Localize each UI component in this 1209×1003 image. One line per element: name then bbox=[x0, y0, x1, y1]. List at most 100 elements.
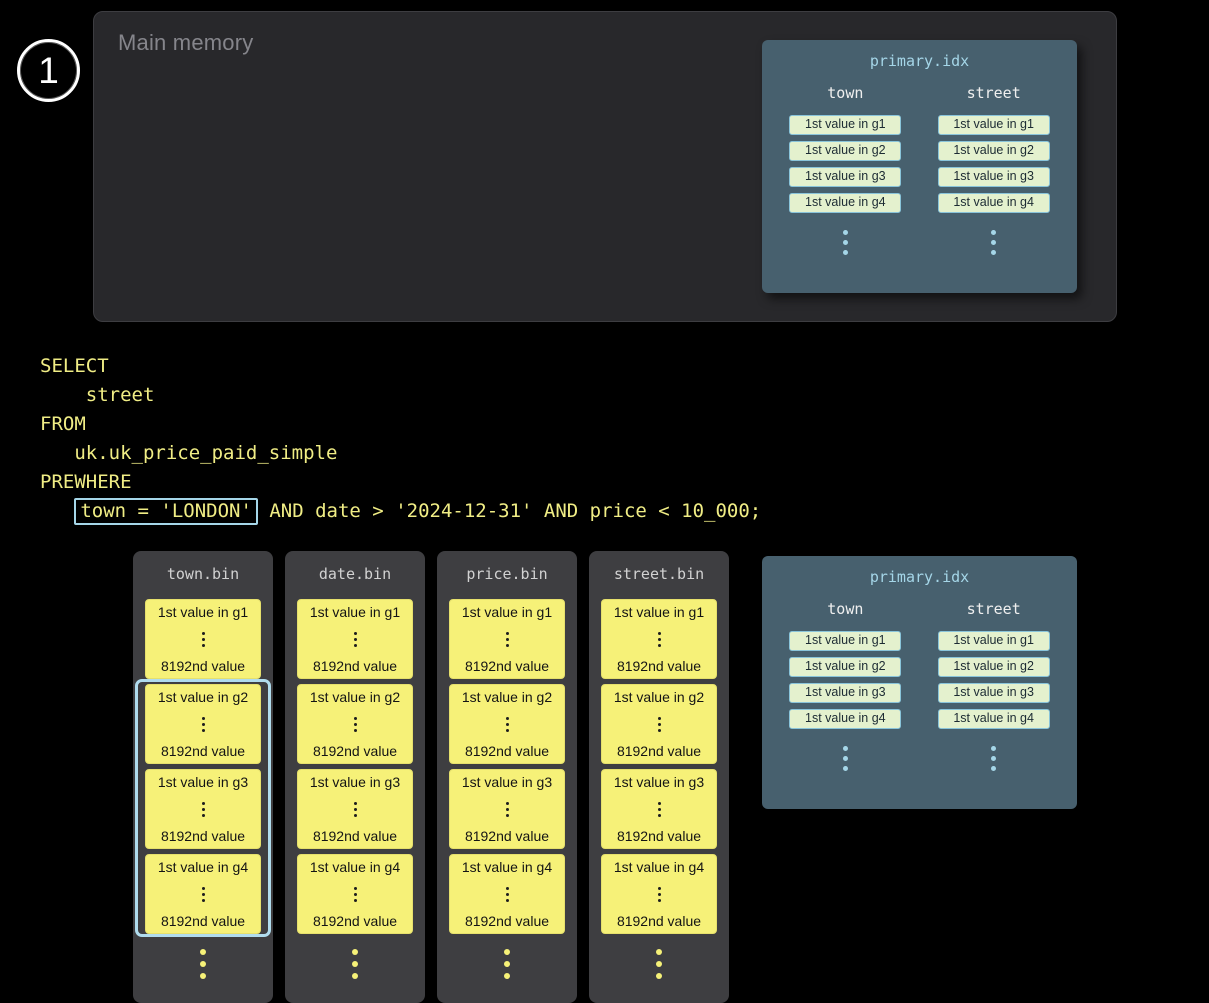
vertical-ellipsis-icon bbox=[505, 885, 509, 903]
granule-block: 1st value in g4 8192nd value bbox=[601, 854, 717, 934]
primary-idx-columns: town 1st value in g1 1st value in g2 1st… bbox=[762, 84, 1077, 257]
vertical-ellipsis-icon bbox=[133, 946, 273, 982]
vertical-ellipsis-icon bbox=[505, 715, 509, 733]
granule-block: 1st value in g3 8192nd value bbox=[601, 769, 717, 849]
granule-block: 1st value in g4 8192nd value bbox=[297, 854, 413, 934]
index-entry-chip: 1st value in g2 bbox=[789, 141, 902, 161]
vertical-ellipsis-icon bbox=[991, 227, 997, 257]
index-entry-chip: 1st value in g3 bbox=[937, 683, 1050, 703]
idx-column-street: street 1st value in g1 1st value in g2 1… bbox=[929, 600, 1059, 773]
vertical-ellipsis-icon bbox=[842, 743, 848, 773]
sql-line-prewhere: PREWHERE bbox=[40, 471, 132, 493]
bin-file-title: price.bin bbox=[466, 565, 548, 583]
bin-file-card-price: price.bin 1st value in g1 8192nd value 1… bbox=[437, 551, 577, 1003]
sql-line-conditions: town = 'LONDON' AND date > '2024-12-31' … bbox=[40, 497, 761, 526]
bin-file-card-street: street.bin 1st value in g1 8192nd value … bbox=[589, 551, 729, 1003]
vertical-ellipsis-icon bbox=[657, 800, 661, 818]
index-entry-chip: 1st value in g4 bbox=[789, 709, 902, 729]
primary-idx-card-disk: primary.idx town 1st value in g1 1st val… bbox=[762, 556, 1077, 809]
granule-first-value: 1st value in g2 bbox=[613, 689, 705, 705]
granule-list: 1st value in g1 8192nd value 1st value i… bbox=[285, 599, 425, 934]
sql-indent bbox=[40, 500, 74, 522]
vertical-ellipsis-icon bbox=[842, 227, 848, 257]
sql-line-table: uk.uk_price_paid_simple bbox=[40, 442, 338, 464]
granule-first-value: 1st value in g1 bbox=[157, 604, 249, 620]
vertical-ellipsis-icon bbox=[505, 630, 509, 648]
primary-idx-title: primary.idx bbox=[869, 568, 970, 586]
index-entry-list: 1st value in g1 1st value in g2 1st valu… bbox=[789, 115, 902, 219]
step-badge: 1 bbox=[17, 39, 80, 102]
index-entry-chip: 1st value in g4 bbox=[937, 709, 1050, 729]
idx-column-street: street 1st value in g1 1st value in g2 1… bbox=[929, 84, 1059, 257]
vertical-ellipsis-icon bbox=[201, 630, 205, 648]
index-entry-chip: 1st value in g3 bbox=[789, 683, 902, 703]
granule-first-value: 1st value in g4 bbox=[309, 859, 401, 875]
index-entry-chip: 1st value in g2 bbox=[937, 657, 1050, 677]
granule-block: 1st value in g3 8192nd value bbox=[145, 769, 261, 849]
granule-list: 1st value in g1 8192nd value 1st value i… bbox=[133, 599, 273, 934]
granule-list: 1st value in g1 8192nd value 1st value i… bbox=[437, 599, 577, 934]
granule-block: 1st value in g4 8192nd value bbox=[145, 854, 261, 934]
bin-file-card-town: town.bin 1st value in g1 8192nd value 1s… bbox=[133, 551, 273, 1003]
granule-block: 1st value in g2 8192nd value bbox=[449, 684, 565, 764]
granule-last-value: 8192nd value bbox=[616, 828, 702, 844]
vertical-ellipsis-icon bbox=[589, 946, 729, 982]
vertical-ellipsis-icon bbox=[285, 946, 425, 982]
main-memory-title: Main memory bbox=[118, 30, 254, 55]
vertical-ellipsis-icon bbox=[353, 715, 357, 733]
sql-line-from: FROM bbox=[40, 413, 86, 435]
granule-first-value: 1st value in g3 bbox=[613, 774, 705, 790]
index-entry-chip: 1st value in g2 bbox=[789, 657, 902, 677]
granule-last-value: 8192nd value bbox=[464, 658, 550, 674]
granule-block: 1st value in g2 8192nd value bbox=[145, 684, 261, 764]
column-header-street: street bbox=[966, 84, 1021, 102]
index-entry-chip: 1st value in g1 bbox=[937, 631, 1050, 651]
granule-first-value: 1st value in g3 bbox=[309, 774, 401, 790]
vertical-ellipsis-icon bbox=[201, 885, 205, 903]
granule-first-value: 1st value in g1 bbox=[309, 604, 401, 620]
granule-block: 1st value in g2 8192nd value bbox=[601, 684, 717, 764]
granule-last-value: 8192nd value bbox=[160, 743, 246, 759]
granule-block: 1st value in g1 8192nd value bbox=[145, 599, 261, 679]
granule-block: 1st value in g2 8192nd value bbox=[297, 684, 413, 764]
granule-first-value: 1st value in g1 bbox=[461, 604, 553, 620]
granule-list: 1st value in g1 8192nd value 1st value i… bbox=[589, 599, 729, 934]
sql-line-street: street bbox=[40, 384, 155, 406]
sql-conditions-rest: AND date > '2024-12-31' AND price < 10_0… bbox=[257, 500, 762, 522]
bin-file-title: date.bin bbox=[318, 565, 392, 583]
index-entry-chip: 1st value in g1 bbox=[789, 115, 902, 135]
sql-line-select: SELECT bbox=[40, 355, 109, 377]
bin-file-title: town.bin bbox=[166, 565, 240, 583]
column-header-town: town bbox=[827, 600, 864, 618]
granule-last-value: 8192nd value bbox=[312, 658, 398, 674]
step-number: 1 bbox=[38, 50, 59, 91]
primary-idx-columns: town 1st value in g1 1st value in g2 1st… bbox=[762, 600, 1077, 773]
vertical-ellipsis-icon bbox=[201, 800, 205, 818]
vertical-ellipsis-icon bbox=[657, 715, 661, 733]
granule-block: 1st value in g3 8192nd value bbox=[449, 769, 565, 849]
granule-last-value: 8192nd value bbox=[616, 658, 702, 674]
vertical-ellipsis-icon bbox=[353, 800, 357, 818]
granule-block: 1st value in g1 8192nd value bbox=[297, 599, 413, 679]
granule-first-value: 1st value in g3 bbox=[461, 774, 553, 790]
granule-block: 1st value in g1 8192nd value bbox=[601, 599, 717, 679]
vertical-ellipsis-icon bbox=[353, 630, 357, 648]
column-header-street: street bbox=[966, 600, 1021, 618]
bin-file-card-date: date.bin 1st value in g1 8192nd value 1s… bbox=[285, 551, 425, 1003]
granule-first-value: 1st value in g2 bbox=[461, 689, 553, 705]
granule-last-value: 8192nd value bbox=[312, 743, 398, 759]
granule-last-value: 8192nd value bbox=[160, 828, 246, 844]
vertical-ellipsis-icon bbox=[657, 630, 661, 648]
granule-first-value: 1st value in g2 bbox=[309, 689, 401, 705]
prewhere-highlight-box: town = 'LONDON' bbox=[74, 498, 258, 525]
primary-idx-title: primary.idx bbox=[869, 52, 970, 70]
vertical-ellipsis-icon bbox=[437, 946, 577, 982]
granule-last-value: 8192nd value bbox=[616, 913, 702, 929]
granule-first-value: 1st value in g3 bbox=[157, 774, 249, 790]
index-entry-chip: 1st value in g1 bbox=[937, 115, 1050, 135]
granule-first-value: 1st value in g4 bbox=[613, 859, 705, 875]
vertical-ellipsis-icon bbox=[657, 885, 661, 903]
idx-column-town: town 1st value in g1 1st value in g2 1st… bbox=[780, 600, 910, 773]
index-entry-list: 1st value in g1 1st value in g2 1st valu… bbox=[789, 631, 902, 735]
index-entry-chip: 1st value in g3 bbox=[937, 167, 1050, 187]
